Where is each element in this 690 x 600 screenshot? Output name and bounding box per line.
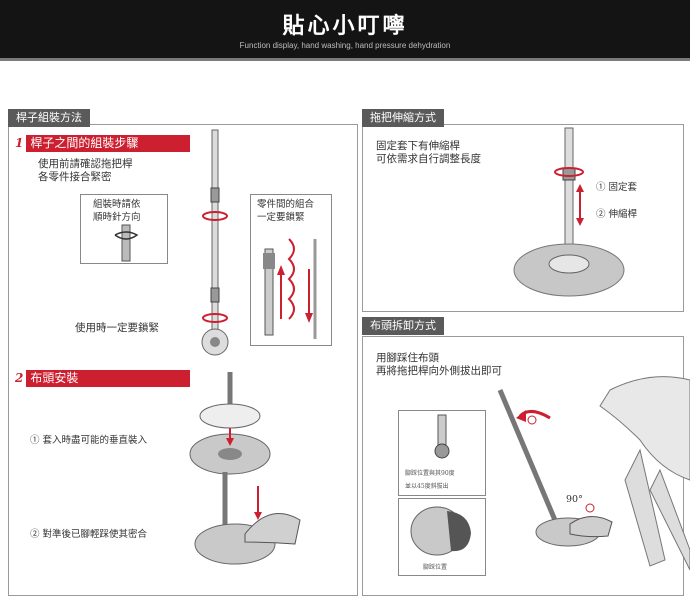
step1-intro: 使用前請確認拖把桿 各零件接合緊密 bbox=[38, 158, 133, 183]
top-banner: 貼心小叮嚀 Function display, hand washing, ha… bbox=[0, 0, 690, 61]
foot-position-box: 腳踩位置 bbox=[398, 498, 486, 576]
step2-number: 2 bbox=[12, 370, 27, 387]
telescopic-desc: 固定套下有伸縮桿 可依需求自行調整長度 bbox=[376, 140, 481, 165]
removal-header: 布頭拆卸方式 bbox=[362, 317, 444, 335]
pole-assembly-illustration bbox=[201, 129, 229, 356]
step1-label: 桿子之間的組裝步驟 bbox=[30, 136, 139, 150]
banner-title: 貼心小叮嚀 bbox=[282, 13, 408, 39]
joint-callout: 零件間的組合 一定要鎖緊 bbox=[250, 194, 332, 346]
step2-label: 布頭安裝 bbox=[30, 371, 79, 385]
wrench-joint-illustration bbox=[114, 224, 139, 262]
assembly-panel bbox=[8, 124, 358, 596]
removal-desc: 用腳踩住布頭 再將拖把桿向外側拔出即可 bbox=[376, 352, 502, 377]
telescopic-header: 拖把伸縮方式 bbox=[362, 109, 444, 127]
step1-number: 1 bbox=[12, 135, 27, 152]
foot-press-illustration bbox=[194, 472, 301, 565]
mop-head-install-illustration bbox=[189, 372, 271, 475]
removal-detail-box: 腳踩位置與其90度 並以45度斜拔出 bbox=[398, 410, 486, 496]
removal-angle: 90° bbox=[566, 494, 583, 505]
detach-joint-illustration bbox=[434, 414, 450, 459]
telescopic-mop-illustration bbox=[513, 127, 625, 297]
removal-person-illustration bbox=[497, 376, 690, 571]
clockwise-callout: 組裝時請依 順時針方向 bbox=[80, 194, 168, 264]
install-note-1: ① 套入時盡可能的垂直裝入 bbox=[30, 435, 148, 446]
telescopic-panel bbox=[362, 124, 684, 312]
telescopic-label-1: ① 固定套 bbox=[596, 182, 638, 193]
telescopic-label-2: ② 伸縮桿 bbox=[596, 209, 638, 220]
lock-note: 使用時一定要鎖緊 bbox=[75, 322, 159, 334]
joint-note: 零件間的組合 一定要鎖緊 bbox=[257, 199, 315, 223]
joint-detail-illustration bbox=[263, 238, 317, 339]
removal-detail-text: 腳踩位置與其90度 並以45度斜拔出 bbox=[405, 470, 455, 490]
assembly-header: 桿子組裝方法 bbox=[8, 109, 90, 127]
foot-position-illustration bbox=[410, 506, 471, 556]
clockwise-note: 組裝時請依 順時針方向 bbox=[93, 199, 141, 223]
banner-subtitle: Function display, hand washing, hand pre… bbox=[239, 41, 451, 50]
foot-position-label: 腳踩位置 bbox=[423, 564, 448, 571]
install-note-2: ② 對準後已腳輕踩使其密合 bbox=[30, 529, 148, 540]
